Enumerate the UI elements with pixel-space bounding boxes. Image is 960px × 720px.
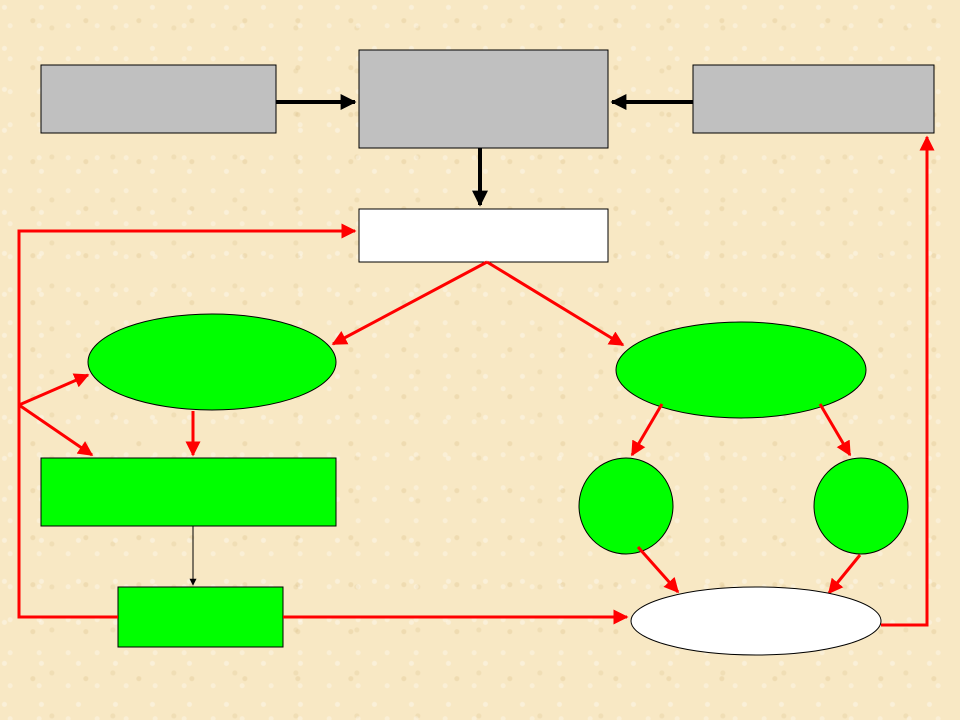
- arrow-middle-to-right-ellipse: [486, 260, 625, 347]
- top-center-box: [358, 49, 609, 149]
- middle-white-box: [358, 208, 609, 263]
- left-ellipse: [87, 313, 337, 411]
- small-circle-left: [578, 457, 674, 555]
- arrow-loop-to-middle-box: [17, 223, 357, 619]
- bottom-white-ellipse: [630, 586, 882, 656]
- bottom-small-rect: [117, 586, 284, 648]
- arrow-right-ellipse-to-right-circle: [818, 403, 852, 457]
- left-green-rect: [40, 457, 337, 527]
- arrow-loop-to-left-rect: [18, 403, 94, 457]
- arrow-right-ellipse-to-left-circle: [630, 403, 664, 457]
- arrow-left-circle-to-bottom-ellipse: [636, 546, 680, 594]
- top-left-box: [40, 64, 277, 134]
- small-circle-right: [813, 457, 909, 555]
- right-ellipse: [615, 321, 867, 419]
- top-right-box: [692, 64, 935, 134]
- arrow-right-circle-to-bottom-ellipse: [827, 554, 862, 595]
- arrow-middle-to-left-ellipse: [331, 260, 488, 346]
- arrow-loop-to-left-ellipse: [18, 373, 90, 407]
- arrow-feedback-to-top-right: [881, 135, 935, 627]
